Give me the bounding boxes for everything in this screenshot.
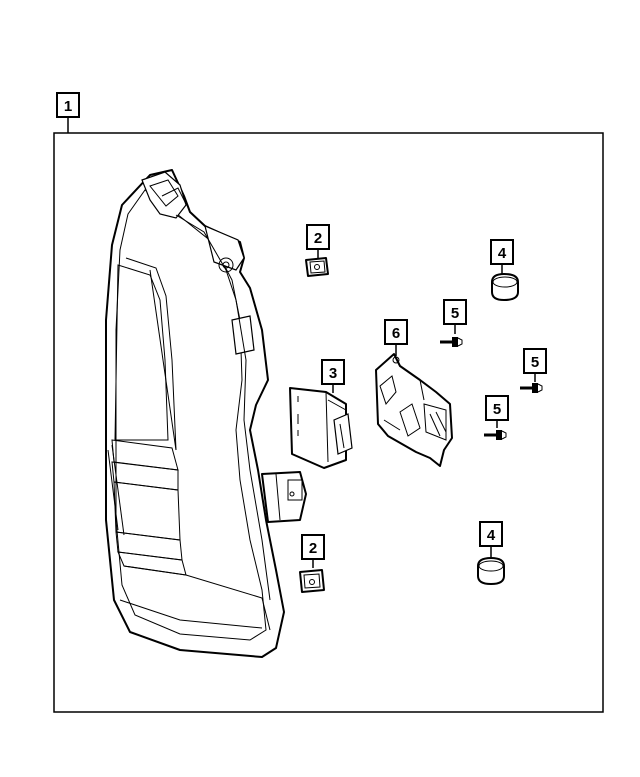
callout-3-module: 3 xyxy=(321,359,345,393)
screw-c xyxy=(484,430,507,440)
callout-5-screw-c: 5 xyxy=(485,395,509,428)
callout-label: 5 xyxy=(493,401,501,418)
callout-1-assembly: 1 xyxy=(56,92,80,133)
callout-label: 5 xyxy=(531,354,539,371)
tail-lamp-housing xyxy=(105,169,285,658)
callout-4-nut-upper: 4 xyxy=(490,239,514,274)
push-nut-upper xyxy=(491,273,519,301)
callout-5-screw-a: 5 xyxy=(443,299,467,334)
callout-label: 2 xyxy=(309,540,317,557)
lamp-control-module xyxy=(261,387,353,523)
assembly-frame xyxy=(53,132,604,713)
callout-label: 4 xyxy=(498,245,507,262)
retainer-clip-upper xyxy=(305,257,329,277)
callout-5-screw-b: 5 xyxy=(523,348,547,382)
callout-4-nut-lower: 4 xyxy=(479,521,503,558)
callout-label: 5 xyxy=(451,305,459,322)
callout-label: 2 xyxy=(314,230,322,247)
callout-2-clip-lower: 2 xyxy=(301,534,325,568)
callout-label: 6 xyxy=(392,325,400,342)
callout-label: 1 xyxy=(64,98,72,115)
callout-2-clip-upper: 2 xyxy=(306,224,330,258)
callout-label: 4 xyxy=(487,527,496,544)
screw-b xyxy=(520,383,543,393)
retainer-clip-lower xyxy=(299,569,325,593)
screw-a xyxy=(440,337,463,347)
callout-label: 3 xyxy=(329,365,337,382)
push-nut-lower xyxy=(477,557,505,585)
callout-6-bracket: 6 xyxy=(384,319,408,356)
mounting-bracket xyxy=(375,353,453,467)
